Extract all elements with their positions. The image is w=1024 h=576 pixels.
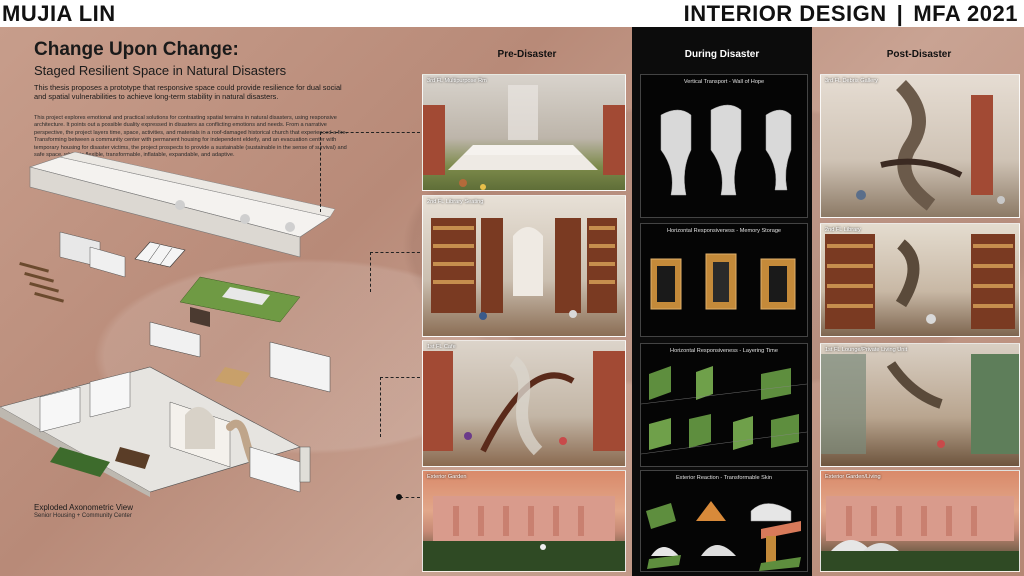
- author-name: MUJIA LIN: [2, 1, 116, 26]
- during-cell-row4: Exterior Reaction - Transformable Skin: [640, 470, 808, 572]
- during-row1-render: [660, 104, 792, 196]
- leader-line-row4: [400, 497, 420, 498]
- leader-line-row1-v: [320, 132, 321, 212]
- during-cell-row2: Horizontal Responsiveness - Memory Stora…: [640, 223, 808, 337]
- post-row4-label: Exterior Garden/Living: [825, 474, 881, 480]
- leader-line-row2-v: [370, 252, 371, 292]
- post-row3-render: [821, 354, 1019, 454]
- col-header-pre: Pre-Disaster: [497, 49, 557, 60]
- post-cell-row2: 2nd FL Library: [820, 223, 1020, 337]
- leader-line-row2: [370, 252, 420, 253]
- degree: MFA 2021: [913, 1, 1018, 26]
- pre-row1-render: [423, 85, 625, 190]
- pre-cell-row2: 2nd FL Library Seating: [422, 195, 626, 337]
- post-row2-render: [825, 234, 1015, 329]
- pre-row1-label: 3rd FL Multipurpose Rm: [427, 78, 487, 84]
- department: INTERIOR DESIGN: [683, 1, 887, 26]
- program-title: INTERIOR DESIGN | MFA 2021: [684, 1, 1018, 27]
- leader-dot: [396, 494, 402, 500]
- post-row3-label: 1st FL Lounge/Private Living Unit: [825, 347, 908, 353]
- leader-line-row1: [320, 132, 420, 133]
- during-row3-label: Horizontal Responsiveness - Layering Tim…: [670, 348, 778, 354]
- pre-cell-row1: 3rd FL Multipurpose Rm: [422, 74, 626, 191]
- exploded-axonometric-drawing: [0, 151, 336, 497]
- col-header-during: During Disaster: [684, 49, 760, 60]
- during-row3-render: [641, 366, 807, 455]
- separator: |: [896, 1, 904, 26]
- pre-row3-label: 1st FL Cafe: [427, 344, 456, 350]
- left-panel: Change Upon Change: Staged Resilient Spa…: [0, 27, 410, 576]
- during-row1-label: Vertical Transport - Wall of Hope: [683, 79, 765, 85]
- post-row1-label: 3rd FL Debris Gallery: [825, 78, 878, 84]
- pre-row2-render: [431, 218, 617, 320]
- leader-line-row3: [380, 377, 420, 378]
- axo-label: Exploded Axonometric View: [34, 503, 134, 512]
- during-row2-render: [650, 253, 796, 310]
- abstract-main: This thesis proposes a prototype that re…: [34, 83, 342, 102]
- header-bar: MUJIA LIN INTERIOR DESIGN | MFA 2021: [0, 0, 1024, 27]
- post-cell-row1: 3rd FL Debris Gallery: [820, 74, 1020, 218]
- pre-cell-row4: Exterior Garden: [422, 470, 626, 572]
- thesis-title: Change Upon Change:: [34, 39, 239, 60]
- post-row1-render: [856, 80, 1005, 211]
- during-row4-render: [646, 501, 801, 571]
- thesis-subtitle: Staged Resilient Space in Natural Disast…: [34, 63, 287, 78]
- post-cell-row4: Exterior Garden/Living: [820, 470, 1020, 572]
- pre-row3-render: [423, 351, 625, 456]
- during-cell-row1: Vertical Transport - Wall of Hope: [640, 74, 808, 218]
- leader-line-row3-v: [380, 377, 381, 437]
- pre-cell-row3: 1st FL Cafe: [422, 340, 626, 467]
- during-row4-label: Exterior Reaction - Transformable Skin: [675, 475, 773, 481]
- axo-sublabel: Senior Housing + Community Center: [34, 513, 132, 519]
- poster-board: Change Upon Change: Staged Resilient Spa…: [0, 27, 1024, 576]
- during-row2-label: Horizontal Responsiveness - Memory Stora…: [666, 228, 782, 234]
- post-row4-render: [821, 496, 1019, 571]
- post-row2-label: 2nd FL Library: [825, 227, 861, 233]
- abstract-detail: This project explores emotional and prac…: [34, 115, 348, 159]
- col-header-post: Post-Disaster: [886, 49, 952, 60]
- pre-row4-render: [423, 496, 625, 571]
- pre-row4-label: Exterior Garden: [427, 474, 467, 480]
- during-cell-row3: Horizontal Responsiveness - Layering Tim…: [640, 343, 808, 467]
- post-cell-row3: 1st FL Lounge/Private Living Unit: [820, 343, 1020, 467]
- pre-row2-label: 2nd FL Library Seating: [427, 199, 484, 205]
